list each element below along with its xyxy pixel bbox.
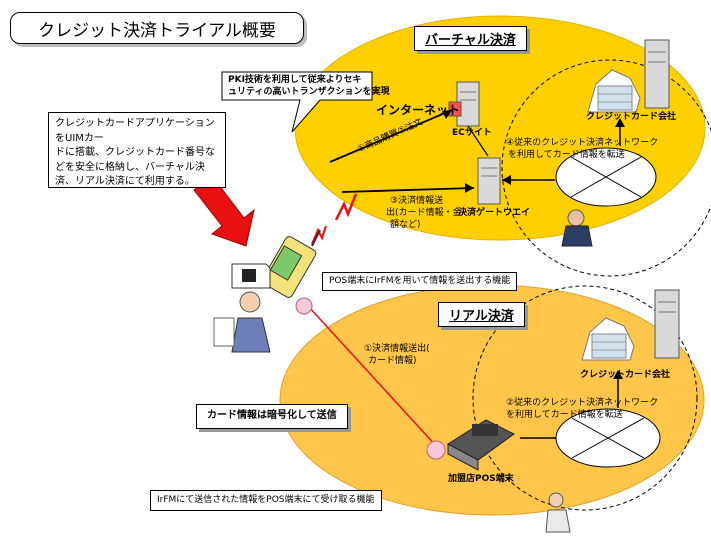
wireless-bolt-phone bbox=[311, 225, 327, 245]
gateway-label: 決済ゲートウエイ bbox=[458, 208, 531, 218]
pki-callout-bubble bbox=[221, 71, 373, 133]
internet-link-arrow bbox=[329, 109, 453, 163]
uim-card-icon bbox=[231, 263, 271, 289]
gateway-server-icon bbox=[477, 157, 501, 205]
real-payment-tag: リアル決済 bbox=[438, 302, 525, 327]
ec-site-server-icon bbox=[448, 81, 480, 127]
real-card-network-dashed bbox=[472, 285, 698, 511]
real-step2-line2: を利用してカード情報を転送 bbox=[506, 410, 623, 420]
internet-label: インターネット bbox=[376, 103, 461, 117]
gateway-link-arrow bbox=[341, 187, 475, 193]
real-step1-line2: カード情報) bbox=[368, 356, 417, 366]
pki-callout-line1: PKI技術を利用して従来よりセキ bbox=[228, 75, 362, 85]
pki-callout-line2: ュリティの高いトランザクションを実現 bbox=[228, 87, 390, 97]
pos-terminal-icon bbox=[447, 419, 515, 471]
card-company-label-real: クレジットカード会社 bbox=[580, 370, 671, 380]
card-company-label-virtual: クレジットカード会社 bbox=[586, 112, 677, 122]
uim-note-line4: 済、リアル決済にて利用する。 bbox=[55, 176, 195, 187]
uim-note-box: クレジットカードアプリケーションをUIMカー ドに搭載、クレジットカード番号な … bbox=[48, 112, 226, 188]
page-title: クレジット決済トライアル概要 bbox=[10, 12, 304, 44]
ir-signal-line bbox=[307, 305, 439, 449]
virtual-network-cross-icon bbox=[555, 147, 657, 207]
ec-gateway-link bbox=[467, 125, 489, 157]
user-man-phone-icon bbox=[561, 209, 593, 247]
ir-port-phone bbox=[295, 297, 313, 315]
uim-note-line3: どを安全に格納し、バーチャル決 bbox=[55, 161, 205, 173]
ir-port-pos bbox=[426, 440, 446, 460]
encrypt-label-box: カード情報は暗号化して送信 bbox=[196, 404, 348, 429]
pos-send-callout: POS端末にIrFMを用いて情報を送出する機能 bbox=[322, 272, 518, 292]
step3-line2: 出(カード情報・金 bbox=[386, 208, 462, 218]
ec-site-label: ECサイト bbox=[452, 128, 492, 138]
virtual-card-network-dashed bbox=[501, 59, 711, 277]
pos-terminal-label: 加盟店POS端末 bbox=[448, 474, 514, 484]
step4-line1: ④従来のクレジット決済ネットワーク bbox=[506, 138, 659, 148]
uim-note-line2: ドに搭載、クレジットカード番号な bbox=[55, 147, 215, 158]
card-company-building-icon-real bbox=[581, 289, 680, 361]
uim-note-line1: クレジットカードアプリケーションをUIMカー bbox=[55, 118, 215, 144]
step3-line1: ③決済情報送 bbox=[390, 196, 444, 206]
real-step2-line1: ②従来のクレジット決済ネットワーク bbox=[506, 398, 659, 408]
card-company-building-icon-virtual bbox=[587, 39, 670, 113]
real-step1-line1: ①決済情報送出( bbox=[364, 344, 430, 354]
step3-line3: 額など) bbox=[390, 220, 421, 230]
step4-line2: を利用してカード情報を転送 bbox=[508, 150, 625, 160]
mobile-phone-icon bbox=[261, 229, 321, 298]
wireless-bolt-virtual bbox=[334, 193, 358, 221]
virtual-payment-tag: バーチャル決済 bbox=[414, 26, 527, 51]
user-woman-phone-icon bbox=[213, 291, 271, 353]
pos-receive-callout: IrFMにて送信された情報をPOS端末にて受け取る機能 bbox=[150, 490, 382, 512]
shop-clerk-icon bbox=[545, 492, 571, 533]
